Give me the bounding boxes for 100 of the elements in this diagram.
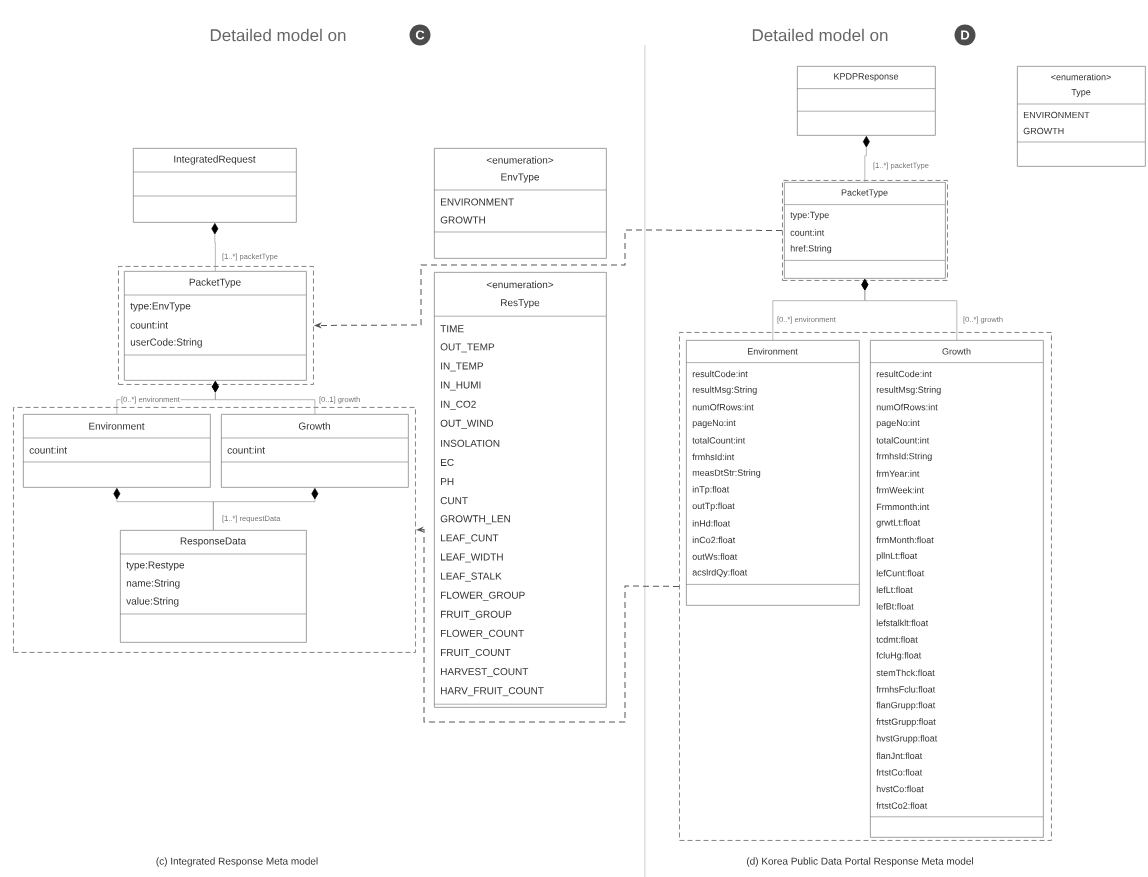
attribute-text: totalCount:int: [876, 437, 930, 444]
attribute-text: measDtStr:String: [692, 469, 761, 478]
composition-line: [861, 279, 958, 341]
attribute-text: tcdmt:float: [876, 636, 918, 643]
class-name: EnvType: [501, 173, 539, 183]
enum-value: EC: [441, 458, 454, 466]
class-name: KPDPResponse: [834, 73, 899, 82]
attribute-text: pageNo:int: [692, 419, 736, 428]
enum-value: CUNT: [440, 497, 468, 505]
enum-value: GROWTH_LEN: [440, 515, 510, 525]
enum-value: IN_CO2: [441, 400, 476, 410]
letter-badge: D: [954, 24, 976, 46]
attribute-text: pllnLt:float: [876, 552, 918, 561]
attribute-text: frmYear:int: [876, 470, 920, 477]
enum-value: OUT_WIND: [440, 419, 494, 429]
attribute-text: pageNo:int: [876, 419, 920, 428]
attribute-text: flanGrupp:float: [876, 701, 936, 711]
enumeration-box: [433, 148, 607, 259]
attribute-text: frmWeek:int: [876, 486, 924, 494]
attribute-text: frtstCo:float: [876, 769, 923, 776]
attribute-text: fcluHg:float: [876, 651, 922, 661]
attribute-text: frmhsFclu:float: [876, 686, 936, 693]
attribute-text: type:Type: [790, 211, 829, 220]
attribute-text: hvstCo:float: [876, 785, 924, 793]
caption-text: (d) Korea Public Data Portal Response Meta model: [746, 857, 973, 867]
enum-value: LEAF_WIDTH: [441, 553, 503, 563]
letter-badge: C: [409, 24, 431, 46]
dependency-arrow: [314, 229, 783, 328]
attribute-text: frmMonth:float: [876, 536, 934, 544]
attribute-text: numOfRows:int: [692, 403, 754, 411]
enum-value: TIME: [440, 325, 464, 333]
class-box: [869, 340, 1044, 838]
enum-value: HARV_FRUIT_COUNT: [441, 687, 544, 697]
attribute-text: lefstalklt:float: [876, 619, 929, 627]
enum-value: FLOWER_GROUP: [441, 591, 525, 601]
attribute-text: resultMsg:String: [692, 386, 757, 395]
attribute-text: name:String: [126, 579, 180, 589]
group-frame: [679, 332, 1052, 841]
attribute-text: count:int: [790, 229, 825, 236]
enum-value: FRUIT_COUNT: [441, 648, 511, 658]
attribute-text: outWs:float: [692, 553, 738, 560]
attribute-text: count:int: [130, 321, 168, 329]
enum-value: GROWTH: [440, 216, 485, 224]
enum-value: INSOLATION: [441, 439, 500, 447]
enum-value: IN_HUMI: [441, 381, 481, 391]
attribute-text: outTp:float: [692, 502, 735, 511]
attribute-text: hvstGrupp:float: [876, 734, 938, 744]
enum-value: PH: [441, 478, 454, 485]
enum-value: HARVEST_COUNT: [441, 668, 529, 678]
attribute-text: flanJnt:float: [876, 752, 923, 759]
enum-value: OUT_TEMP: [440, 343, 495, 353]
attribute-text: resultMsg:String: [876, 386, 941, 395]
attribute-text: grwtLt:float: [876, 519, 921, 528]
class-name: PacketType: [841, 189, 888, 198]
enum-value: GROWTH: [1023, 127, 1064, 135]
attribute-text: frtstGrupp:float: [876, 718, 936, 727]
dependency-arrow: [416, 527, 680, 723]
enum-value: FRUIT_GROUP: [441, 610, 512, 620]
class-box: [119, 530, 307, 643]
class-box: [685, 340, 860, 606]
enumeration-box: [433, 272, 607, 708]
class-name: Growth: [942, 348, 971, 355]
attribute-text: frmhsId:String: [876, 452, 932, 462]
enum-value: ENVIRONMENT: [1023, 111, 1090, 119]
heading-text: Detailed model on: [752, 28, 888, 42]
group-frame: [13, 407, 416, 653]
attribute-text: lefLt:float: [876, 586, 913, 593]
stereotype-label: <enumeration>: [486, 156, 554, 164]
attribute-text: lefBt:float: [876, 603, 914, 610]
composition-line: [211, 223, 219, 272]
class-name: Type: [1071, 88, 1091, 97]
class-box: [132, 148, 297, 223]
enumeration-box: [1016, 66, 1146, 167]
enum-value: FLOWER_COUNT: [441, 629, 524, 639]
composition-line: [211, 381, 316, 415]
class-name: ResType: [501, 299, 540, 309]
enum-value: IN_TEMP: [441, 362, 484, 372]
class-name: Environment: [89, 422, 145, 430]
attribute-text: stemThck:float: [876, 669, 935, 676]
attribute-text: type:Restype: [126, 561, 185, 571]
attribute-text: inCo2:float: [692, 536, 736, 544]
attribute-text: resultCode:int: [692, 370, 748, 378]
attribute-text: acslrdQy:float: [692, 568, 748, 578]
heading-text: Detailed model on: [210, 28, 346, 42]
composition-line: [862, 136, 870, 183]
attribute-text: inTp:float: [692, 485, 730, 495]
stereotype-label: <enumeration>: [1051, 73, 1111, 81]
attribute-text: href:String: [790, 244, 832, 254]
enum-value: LEAF_STALK: [441, 572, 502, 582]
attribute-text: lefCunt:float: [876, 569, 925, 577]
attribute-text: Frmmonth:int: [876, 503, 930, 510]
class-box: [220, 414, 409, 488]
class-name: PacketType: [189, 278, 241, 288]
enum-value: LEAF_CUNT: [441, 534, 499, 544]
class-box: [796, 66, 936, 136]
attribute-text: frtstCo2:float: [876, 802, 928, 809]
attribute-text: count:int: [227, 446, 265, 454]
enum-value: ENVIRONMENT: [441, 198, 514, 206]
attribute-text: frmhsId:int: [692, 453, 735, 461]
attribute-text: totalCount:int: [692, 437, 746, 444]
